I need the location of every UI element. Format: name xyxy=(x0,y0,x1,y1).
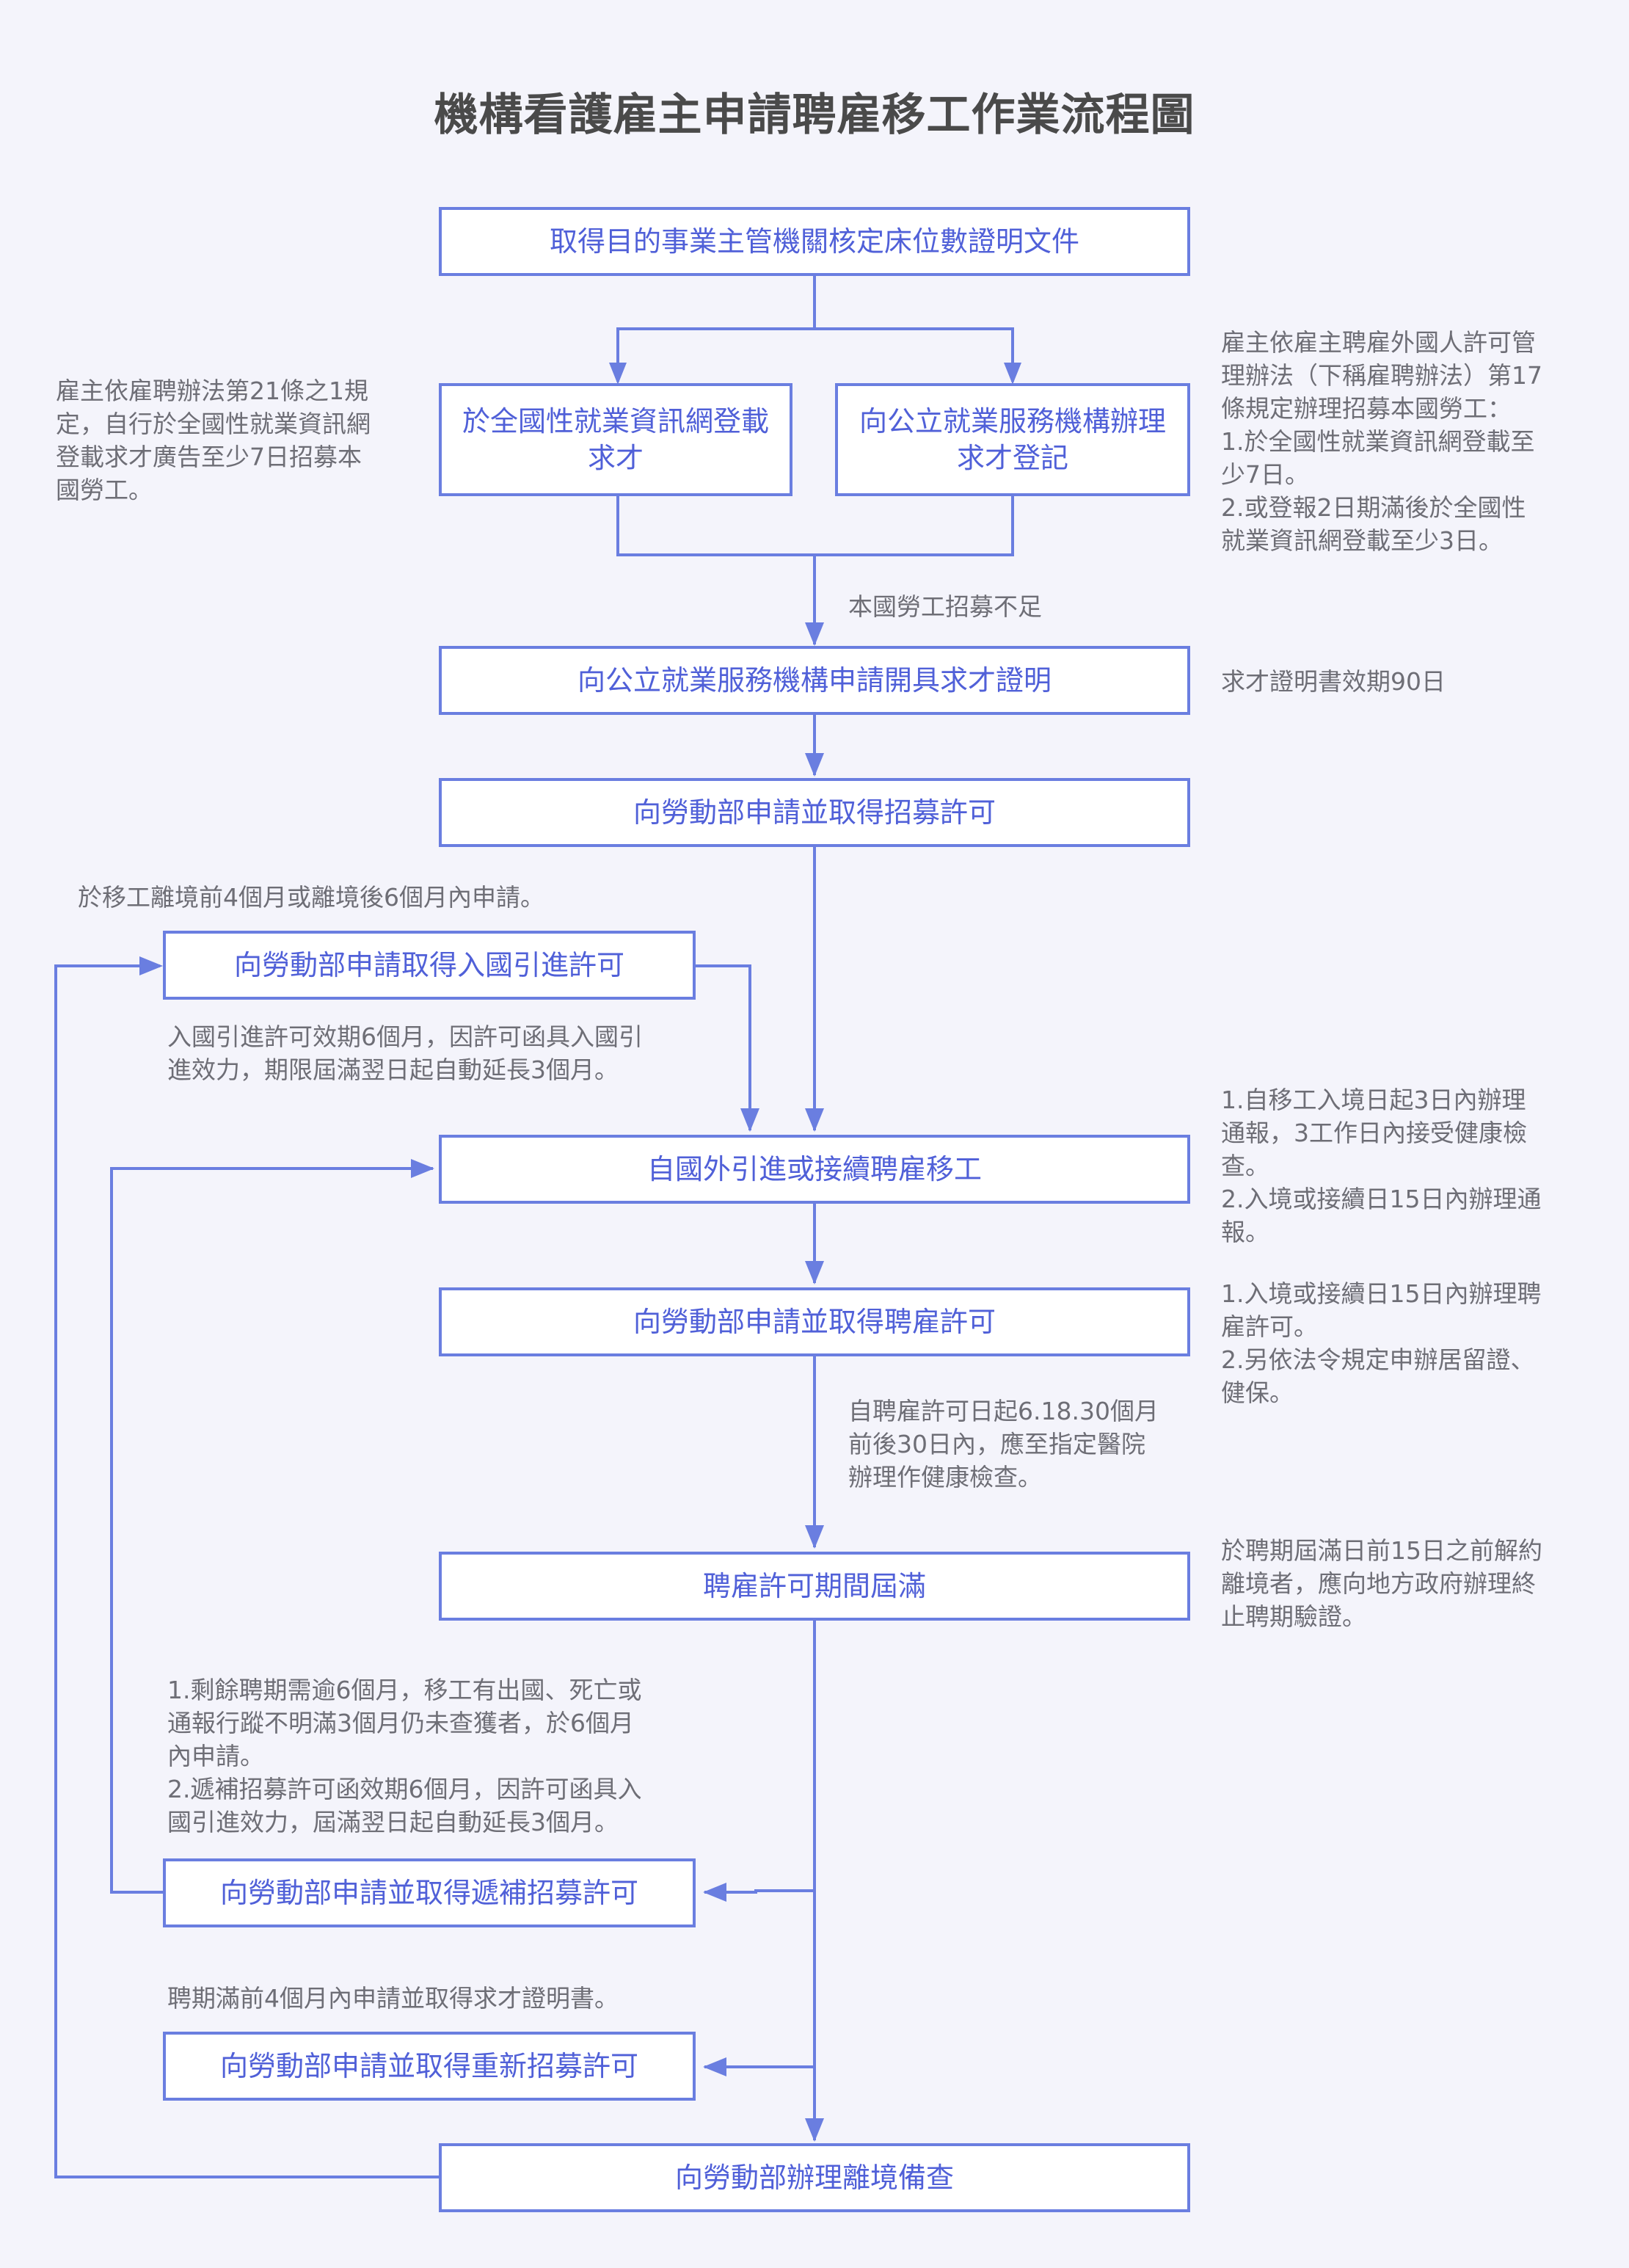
note-online-listing: 雇主依雇聘辦法第21條之1規 定，自行於全國性就業資訊網 登載求才廣告至少7日招… xyxy=(56,377,371,504)
connector-entry-to-hire xyxy=(694,964,751,1130)
arrowhead-online xyxy=(609,363,627,385)
permit-expiry-box: 聘雇許可期間屆滿 xyxy=(439,1552,1190,1621)
arrowhead-loop-entry xyxy=(139,956,163,975)
certificate-box: 取得目的事業主管機關核定床位數證明文件 xyxy=(439,207,1190,276)
arrowhead-trunk-to-hire xyxy=(805,1108,824,1132)
arrowhead-entry-to-hire xyxy=(740,1108,759,1132)
note-entry-validity: 入國引進許可效期6個月，因許可函具入國引 進效力，期限屆滿翌日起自動延長3個月。 xyxy=(167,1022,643,1084)
note-proof-validity: 求才證明書效期90日 xyxy=(1221,667,1446,696)
note-replacement-conditions: 1.剩餘聘期需逾6個月，移工有出國、死亡或 通報行蹤不明滿3個月仍未查獲者，於6… xyxy=(167,1676,642,1836)
arrowhead-replacement xyxy=(703,1883,726,1902)
note-employ-apply: 1.入境或接續日15日內辦理聘 雇許可。 2.另依法令規定申辦居留證、 健保。 xyxy=(1221,1279,1542,1407)
online-listing-box: 於全國性就業資訊網登載求才 xyxy=(439,383,792,496)
arrowhead-rerecruit xyxy=(703,2057,726,2076)
arrowhead-permit xyxy=(805,753,824,777)
public-registration-box: 向公立就業服務機構辦理求才登記 xyxy=(835,383,1190,496)
note-rerecruit-conditions: 聘期滿前4個月內申請並取得求才證明書。 xyxy=(167,1984,619,2013)
arrowhead-expiry xyxy=(805,1525,824,1549)
connector-departure-loop xyxy=(54,964,439,2178)
connector-replacement-loop xyxy=(110,1167,433,1894)
entry-permit-box: 向勞動部申請取得入國引進許可 xyxy=(163,931,696,1000)
note-hire-report: 1.自移工入境日起3日內辦理 通報，3工作日內接受健康檢 查。 2.入境或接續日… xyxy=(1221,1086,1542,1246)
employ-permit-box: 向勞動部申請並取得聘雇許可 xyxy=(439,1287,1190,1356)
rerecruit-permit-box: 向勞動部申請並取得重新招募許可 xyxy=(163,2032,696,2101)
note-termination: 於聘期屆滿日前15日之前解約 離境者，應向地方政府辦理終 止聘期驗證。 xyxy=(1221,1536,1542,1631)
note-public-recruitment: 雇主依雇主聘雇外國人許可管 理辦法（下稱雇聘辦法）第17 條規定辦理招募本國勞工… xyxy=(1221,328,1542,555)
recruit-proof-box: 向公立就業服務機構申請開具求才證明 xyxy=(439,646,1190,715)
arrowhead-loop-hire xyxy=(411,1159,434,1178)
recruit-permit-box: 向勞動部申請並取得招募許可 xyxy=(439,778,1190,847)
connector-to-replacement xyxy=(704,1889,815,1894)
arrowhead-proof xyxy=(805,622,824,646)
page-title: 機構看護雇主申請聘雇移工作業流程圖 xyxy=(434,90,1195,141)
arrowhead-departure xyxy=(805,2118,824,2142)
note-entry-timing: 於移工離境前4個月或離境後6個月內申請。 xyxy=(78,883,544,912)
arrowhead-employ xyxy=(805,1261,824,1284)
note-health-check: 自聘雇許可日起6.18.30個月 前後30日內，應至指定醫院 辦理作健康檢查。 xyxy=(848,1397,1159,1491)
note-labor-shortage: 本國勞工招募不足 xyxy=(848,592,1042,621)
connector-merge xyxy=(616,495,1014,556)
connector-certificate-split xyxy=(616,276,816,382)
arrowhead-public xyxy=(1004,363,1021,385)
replacement-permit-box: 向勞動部申請並取得遞補招募許可 xyxy=(163,1858,696,1927)
connector-certificate-split-right xyxy=(815,327,1014,382)
hire-worker-box: 自國外引進或接續聘雇移工 xyxy=(439,1135,1190,1204)
departure-record-box: 向勞動部辦理離境備查 xyxy=(439,2143,1190,2212)
